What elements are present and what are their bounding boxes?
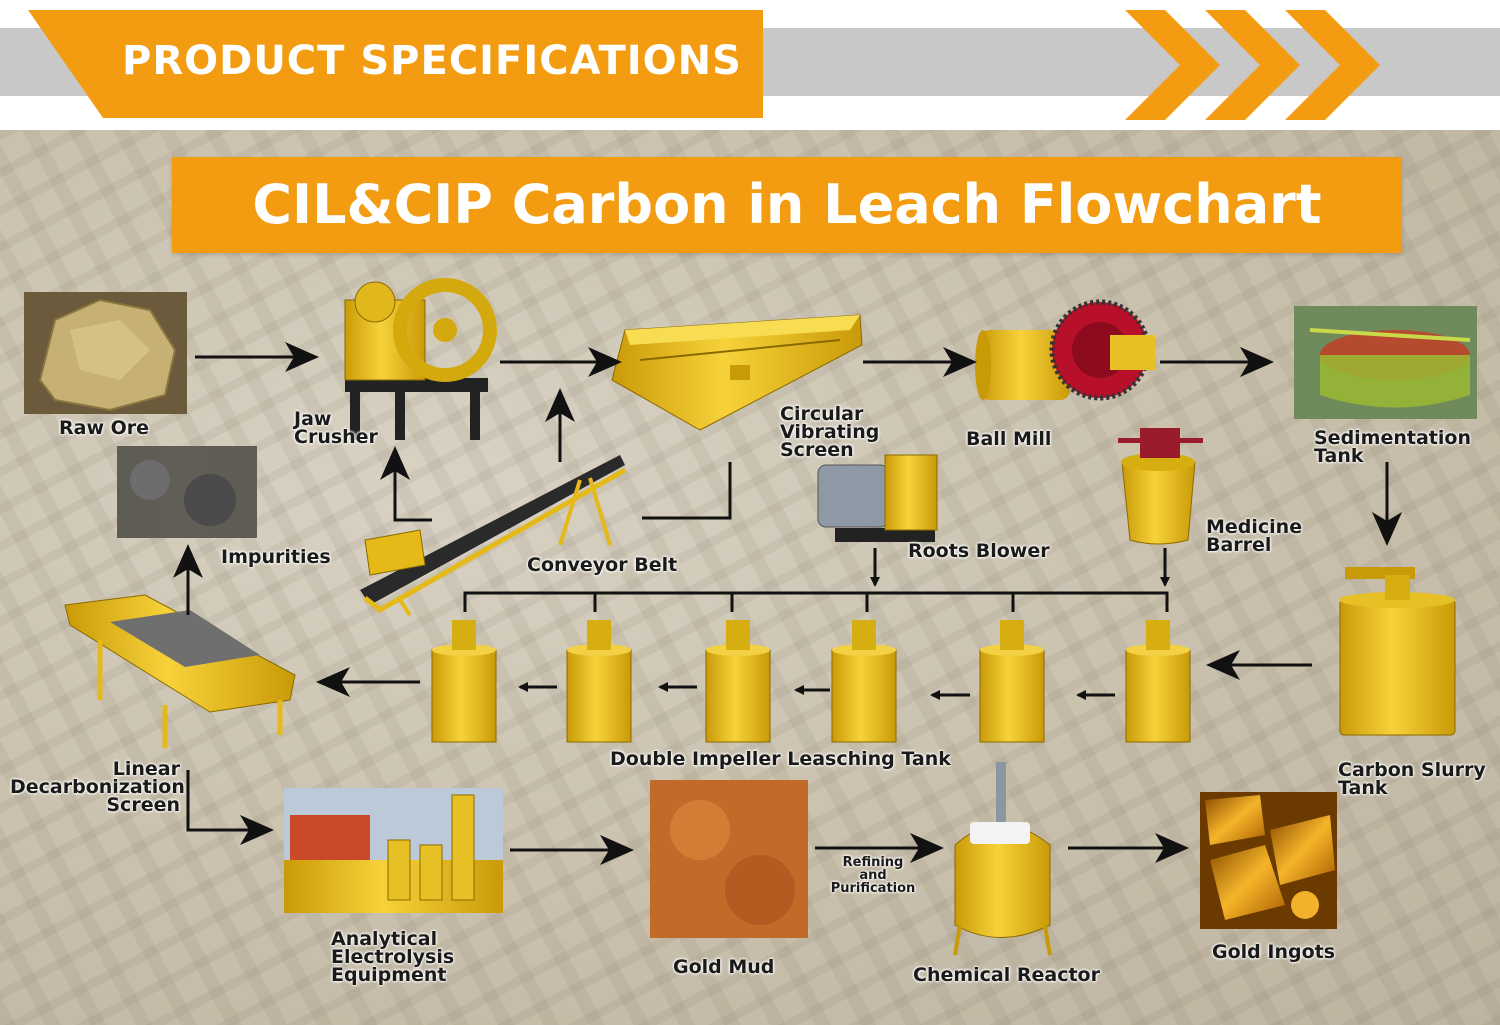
label-leaching-tank: Double Impeller Leasching Tank: [610, 748, 951, 770]
raw-ore-image: [24, 292, 187, 414]
ball-mill-image: [975, 299, 1155, 401]
label-chemical-reactor: Chemical Reactor: [913, 964, 1100, 986]
banner-text: PRODUCT SPECIFICATIONS: [122, 38, 742, 84]
carbon-slurry-tank-image: [1339, 567, 1456, 736]
label-raw-ore: Raw Ore: [59, 417, 150, 439]
chevron-arrows-icon: [1125, 10, 1380, 120]
gold-ingots-image: [1200, 792, 1337, 929]
label-decarbonization-screen: Linear Decarbonization Screen: [10, 758, 185, 816]
gold-mud-image: [650, 780, 808, 938]
label-jaw-crusher: Jaw Crusher: [294, 408, 378, 448]
label-roots-blower: Roots Blower: [908, 540, 1050, 562]
label-electrolysis: Analytical Electrolysis Equipment: [331, 928, 455, 986]
leaching-tank-2: [566, 620, 632, 743]
chemical-reactor-image: [953, 762, 1052, 956]
leaching-tank-3: [705, 620, 771, 743]
leaching-tank-6: [1125, 620, 1191, 743]
label-refining: Refining and Purification: [830, 855, 916, 896]
decarbonization-screen-image: [64, 594, 296, 748]
sedimentation-tank-image: [1294, 306, 1477, 419]
title-bar: CIL&CIP Carbon in Leach Flowchart: [172, 157, 1402, 253]
label-medicine-barrel: Medicine Barrel: [1206, 516, 1303, 556]
label-gold-mud: Gold Mud: [673, 956, 775, 978]
leaching-tank-1: [431, 620, 497, 743]
leaching-tanks-image: [431, 620, 1191, 743]
roots-blower-image: [817, 454, 938, 542]
label-gold-ingots: Gold Ingots: [1212, 941, 1336, 963]
leaching-tank-4: [831, 620, 897, 743]
electrolysis-image: [284, 788, 503, 913]
label-conveyor-belt: Conveyor Belt: [527, 554, 678, 576]
jaw-crusher-image: [344, 278, 497, 440]
label-vibrating-screen: Circular Vibrating Screen: [780, 403, 880, 461]
leaching-tank-5: [979, 620, 1045, 743]
label-carbon-slurry-tank: Carbon Slurry Tank: [1338, 759, 1486, 799]
label-sedimentation-tank: Sedimentation Tank: [1314, 427, 1471, 467]
flowchart-title: CIL&CIP Carbon in Leach Flowchart: [252, 173, 1322, 236]
label-impurities: Impurities: [221, 546, 331, 568]
flow-arrows: [173, 342, 1402, 865]
banner-shape: [28, 10, 763, 118]
medicine-barrel-image: [1118, 428, 1203, 545]
impurities-image: [117, 446, 257, 538]
label-ball-mill: Ball Mill: [966, 428, 1052, 450]
conveyor-belt-image: [360, 455, 627, 617]
